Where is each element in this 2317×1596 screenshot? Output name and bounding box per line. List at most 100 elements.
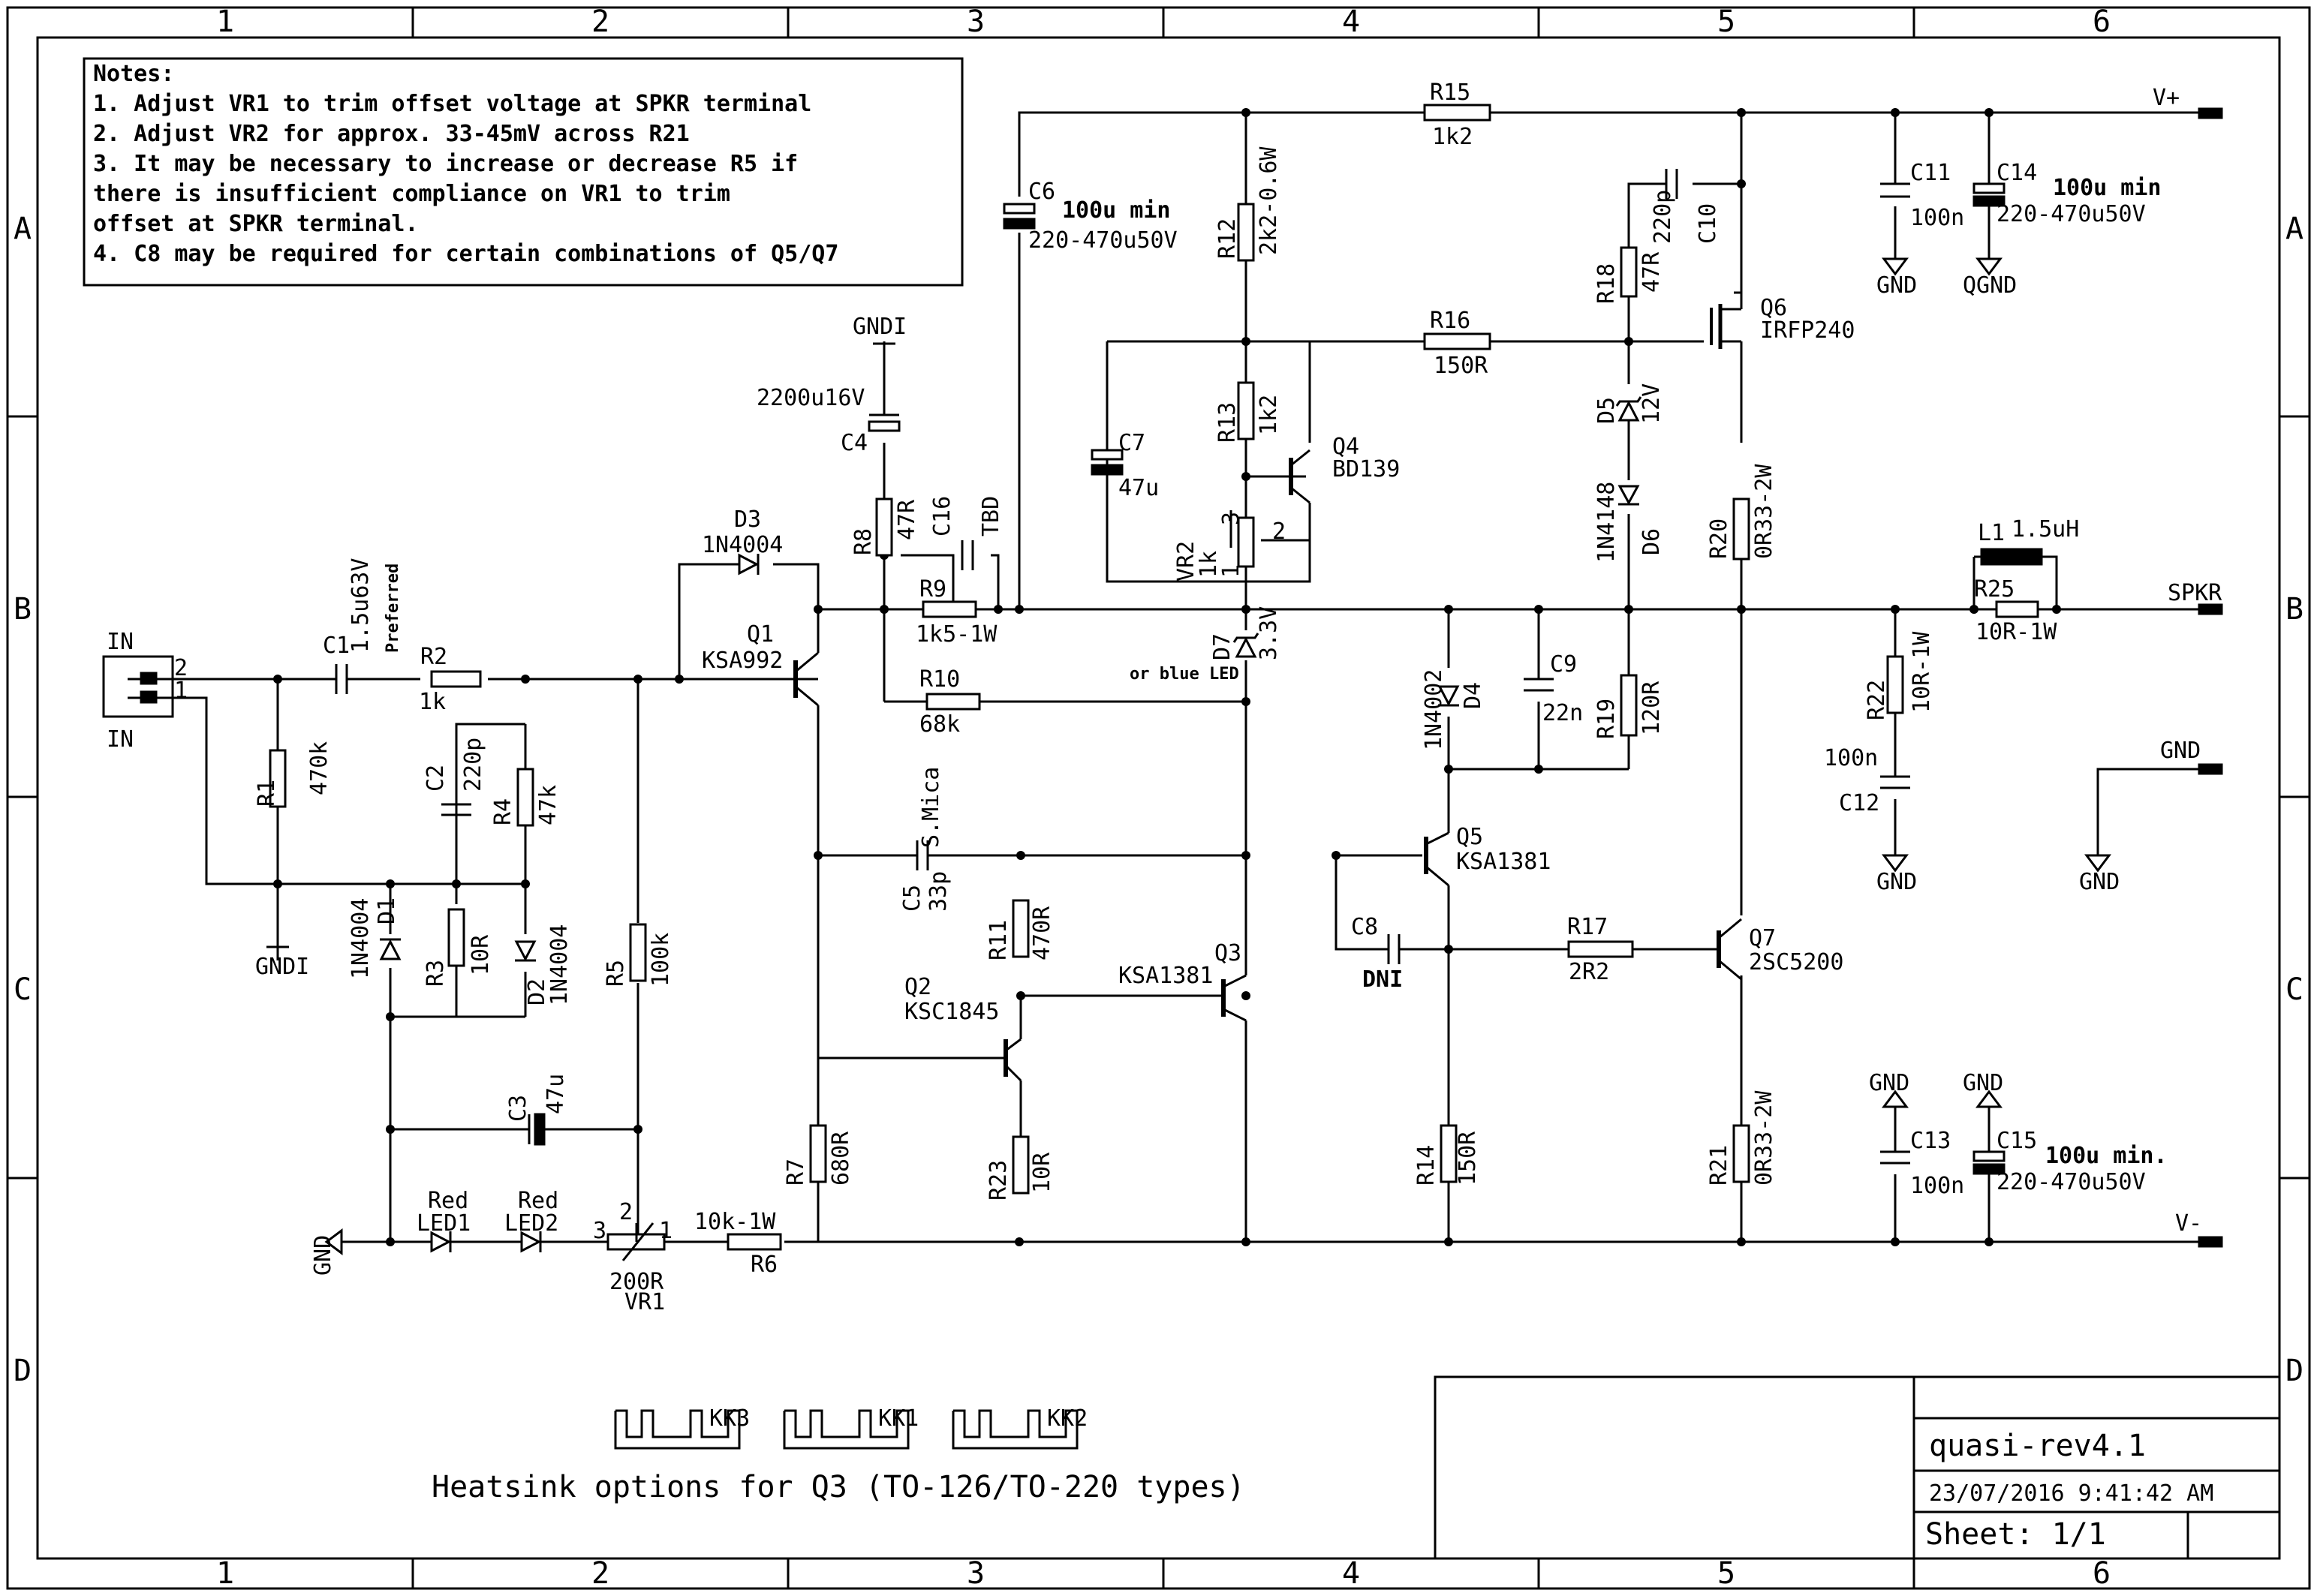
ref-C7: C7 [1118,430,1145,456]
heatsink-caption: Heatsink options for Q3 (TO-126/TO-220 t… [432,1470,1245,1504]
value-C6: 220-470u50V [1028,227,1178,254]
ref-R7: R7 [783,1159,809,1186]
ref-C3: C3 [505,1095,531,1122]
ref-R10: R10 [919,666,960,693]
vr2-pin: 1 [1218,564,1244,578]
value-R23: 10R [1029,1152,1055,1193]
row-label: B [14,592,32,627]
sheet-frame [6,6,2311,1590]
value-Q4: BD139 [1332,456,1400,482]
ref-Q2: Q2 [904,974,931,1000]
value-R17: 2R2 [1569,959,1609,985]
value-R22: 10R-1W [1909,631,1935,713]
value-Q3: KSA1381 [1118,963,1213,989]
ref-VR1: VR1 [624,1289,665,1315]
col-label: 3 [967,1556,985,1591]
value-Q2: KSC1845 [904,999,999,1025]
col-label: 2 [591,1556,609,1591]
ref-C16: C16 [929,496,955,537]
ref-R8: R8 [850,528,877,555]
row-label: C [14,972,32,1007]
net-label-in: IN [107,629,134,655]
vr2-pin: 3 [1218,512,1244,525]
value-D1: 1N4004 [348,898,374,979]
value-R7: 680R [828,1131,854,1186]
value-R13: 1k2 [1256,395,1282,435]
ref-D3: D3 [734,506,761,533]
value-C12: 100n [1824,745,1878,771]
notes-line: Notes: [93,61,174,87]
notes-line: 4. C8 may be required for certain combin… [93,241,838,267]
notes-line: offset at SPKR terminal. [93,211,418,237]
component-bodies [102,104,2043,1261]
ref-R22: R22 [1864,680,1890,720]
col-label: 4 [1342,5,1360,39]
ref-C4: C4 [841,430,868,456]
col-label: 5 [1717,1556,1735,1591]
pin-number: 2 [174,655,188,681]
heatsink-label: KK2 [1047,1405,1088,1432]
value-VR2: 1k [1196,551,1222,578]
ref-D6: D6 [1638,528,1665,555]
ref-R18: R18 [1593,263,1620,304]
ref-R14: R14 [1413,1145,1440,1186]
net-label-gnd: GND [1963,1070,2003,1096]
value-R2: 1k [419,689,446,715]
net-label-gnd: GND [1876,869,1917,895]
ref-R16: R16 [1430,308,1470,334]
value-Q5: KSA1381 [1456,849,1551,875]
value-R20: 0R33-2W [1751,464,1777,559]
ref-C11: C11 [1910,160,1951,186]
diodes [379,396,1642,1253]
note-C14: 100u min [2053,175,2162,201]
net-label-gndi: GNDI [853,314,907,340]
value-R15: 1k2 [1432,124,1473,150]
ref-D2: D2 [524,978,550,1005]
value-R6: 10k-1W [694,1209,776,1235]
value-LED2: Red [518,1188,558,1214]
row-label: A [2285,212,2303,246]
row-label: A [14,212,32,246]
row-label: D [2285,1354,2303,1388]
ref-Q4: Q4 [1332,434,1359,460]
ref-R2: R2 [420,644,447,670]
ref-Q5: Q5 [1456,824,1483,850]
ref-R9: R9 [919,576,946,603]
vr1-pin: 2 [619,1199,633,1225]
ref-C5: C5 [899,885,925,912]
title-date: 23/07/2016 9:41:42 AM [1929,1480,2213,1507]
value-R12: 2k2-0.6W [1256,146,1282,255]
ref-R13: R13 [1214,402,1241,443]
value-D3: 1N4004 [702,532,783,558]
value-R5: 100k [648,933,674,987]
ref-R3: R3 [423,960,449,987]
ref-R1: R1 [254,780,280,807]
value-C13: 100n [1910,1173,1964,1199]
ref-D1: D1 [374,897,400,924]
ref-R15: R15 [1430,80,1470,106]
value-R18: 47R [1638,251,1665,293]
ref-C13: C13 [1910,1128,1951,1154]
value-C15: 220-470u50V [1997,1169,2146,1195]
ref-C14: C14 [1997,160,2037,186]
ref-R23: R23 [985,1160,1012,1201]
col-label: 5 [1717,5,1735,39]
net-label-vplus: V+ [2153,85,2180,111]
value-R21: 0R33-2W [1751,1090,1777,1186]
ref-C9: C9 [1550,651,1577,678]
col-label: 1 [216,5,234,39]
value-VR1: 200R [609,1269,664,1295]
frame-labels: 1 2 3 4 5 6 1 2 3 4 5 6 A B C D A B C D [14,5,2303,1591]
ref-R19: R19 [1593,699,1620,739]
value-D6: 1N4148 [1593,482,1620,563]
heatsink-label: KK3 [709,1405,750,1432]
vr1-pin: 1 [659,1218,673,1244]
ref-C6: C6 [1028,179,1055,205]
value-Q7: 2SC5200 [1749,949,1843,975]
col-label: 2 [591,5,609,39]
pin-number: 1 [174,678,188,704]
col-label: 3 [967,5,985,39]
value-C8: DNI [1362,966,1403,993]
ref-Q3: Q3 [1214,940,1241,966]
value-R9: 1k5-1W [916,621,998,648]
